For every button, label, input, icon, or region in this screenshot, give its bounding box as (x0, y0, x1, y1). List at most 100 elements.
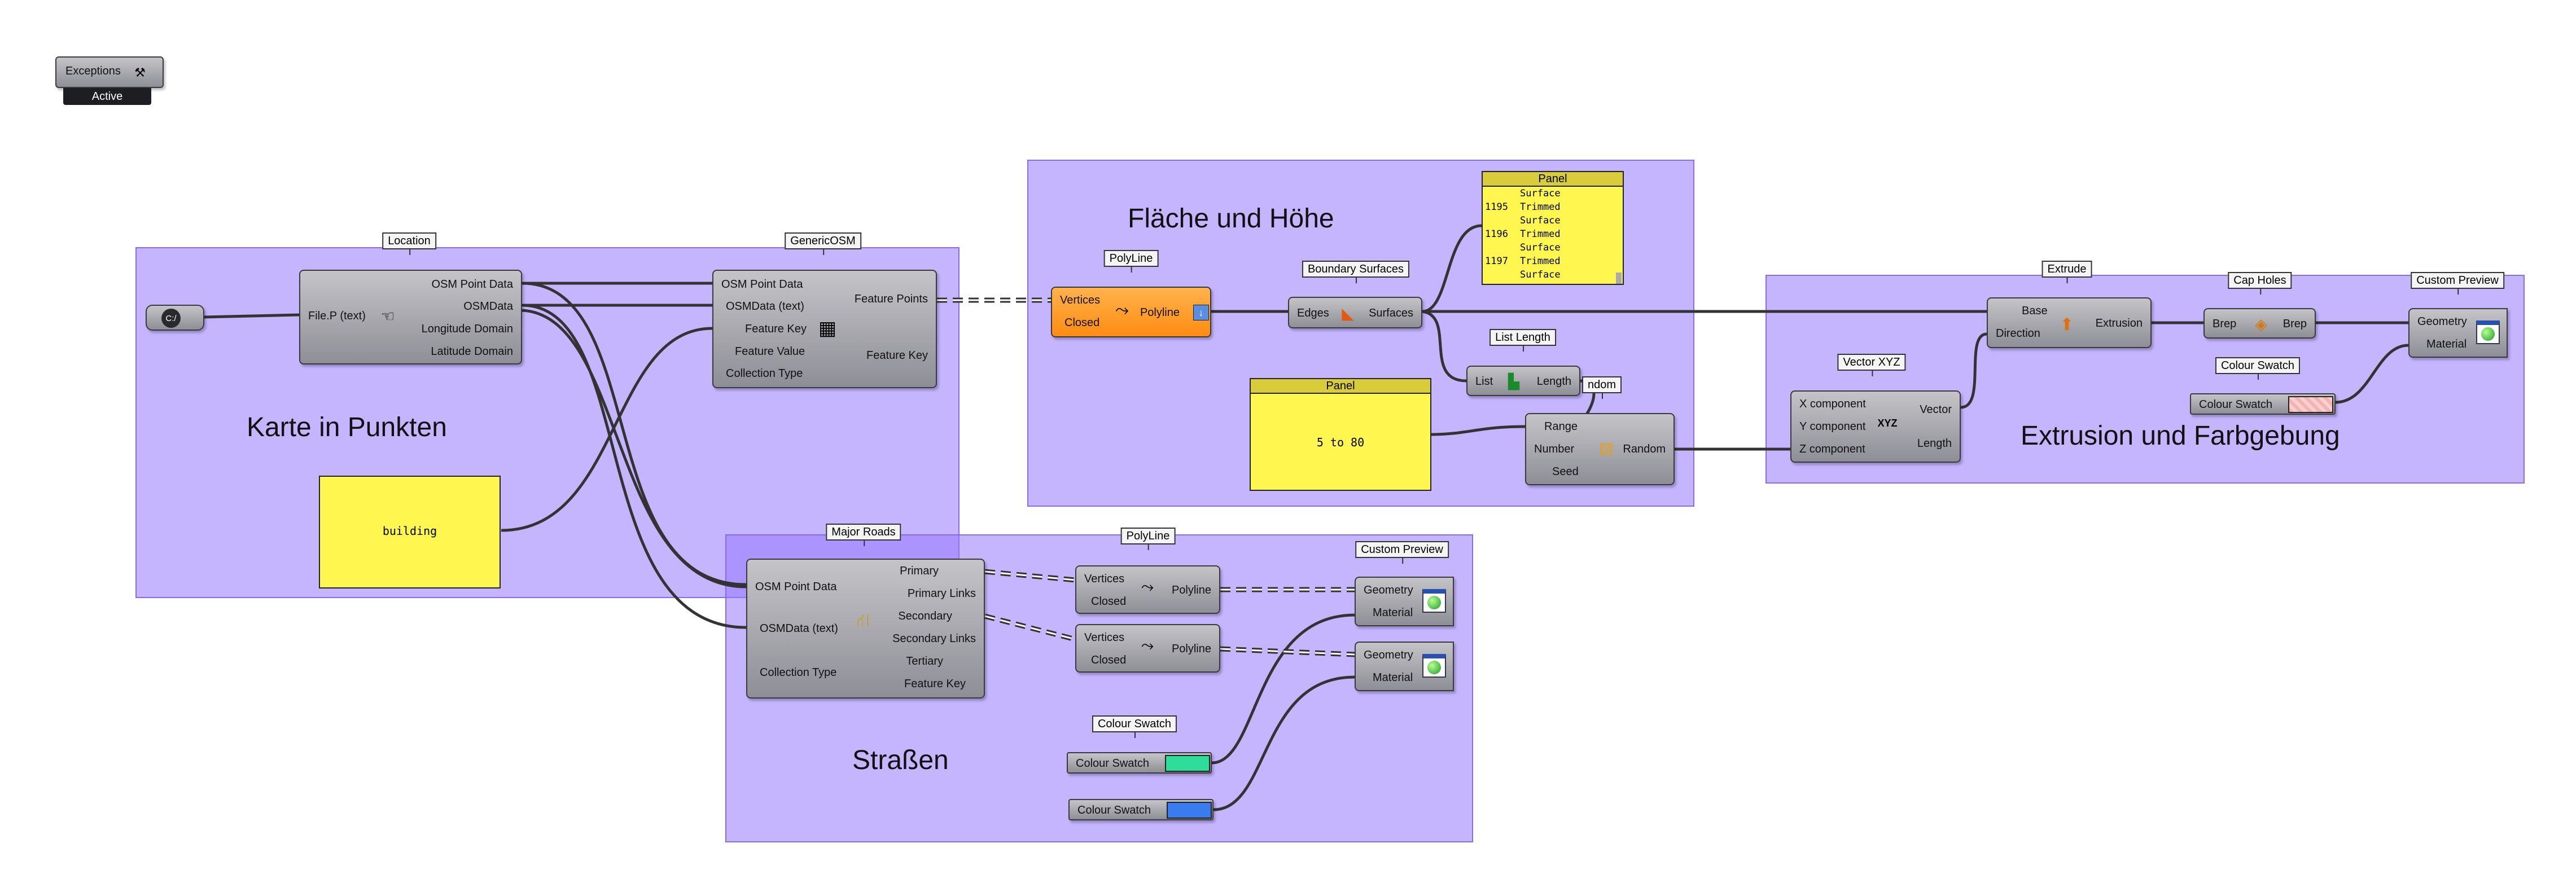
group-title-extrusion: Extrusion und Farbgebung (2021, 421, 2340, 451)
genericosm-component[interactable]: OSM Point Data OSMData (text) Feature Ke… (712, 270, 937, 388)
polyline3-out[interactable]: Polyline (1171, 643, 1211, 655)
swatch-blue-color[interactable] (1167, 802, 1212, 819)
location-component[interactable]: File.P (text) ☜ OSM Point Data OSMData L… (299, 270, 522, 364)
polyline-component-1[interactable]: Vertices Closed ⤳ Polyline ↓ (1051, 287, 1211, 337)
custom-preview-b1[interactable]: Geometry Material (1355, 577, 1454, 626)
list-length-icon: ▙ (1508, 372, 1519, 390)
roads-in-osmdata[interactable]: OSMData (text) (760, 622, 838, 635)
wire-loc-roads-3 (522, 309, 747, 588)
panel-mid[interactable]: Panel 5 to 80 (1250, 378, 1431, 491)
genosm-out-featurekey[interactable]: Feature Key (866, 349, 928, 362)
polyline2-out[interactable]: Polyline (1171, 584, 1211, 596)
roads-out-tertiary[interactable]: Tertiary (906, 655, 943, 667)
panel-top-header: Panel (1483, 172, 1623, 187)
colour-swatch-blue[interactable]: Colour Swatch (1068, 799, 1213, 820)
preview-b2-in-geometry[interactable]: Geometry (1364, 649, 1413, 661)
roads-out-secondary-links[interactable]: Secondary Links (892, 633, 976, 645)
roads-in-collection[interactable]: Collection Type (760, 666, 837, 679)
roads-in-osm-point[interactable]: OSM Point Data (755, 581, 837, 593)
extrude-out[interactable]: Extrusion (2095, 317, 2143, 330)
file-path-param[interactable]: C:/ (146, 305, 204, 331)
roads-icon: ⛙ (856, 610, 870, 631)
preview-sphere-icon (1422, 589, 1446, 613)
vector-in-y[interactable]: Y component (1799, 420, 1866, 433)
capholes-out-brep[interactable]: Brep (2283, 318, 2307, 330)
location-out-longitude[interactable]: Longitude Domain (421, 323, 513, 335)
vector-in-z[interactable]: Z component (1799, 443, 1865, 455)
major-roads-component[interactable]: OSM Point Data OSMData (text) Collection… (746, 559, 985, 699)
location-out-osm-point[interactable]: OSM Point Data (431, 278, 513, 291)
preview-b1-in-geometry[interactable]: Geometry (1364, 584, 1413, 596)
panel-row-text: Trimmed (1520, 201, 1561, 213)
listlength-out-length[interactable]: Length (1536, 375, 1571, 388)
genosm-in-collectiontype[interactable]: Collection Type (726, 367, 803, 380)
panel-row-idx (1483, 241, 1520, 254)
extrude-in-direction[interactable]: Direction (1996, 327, 2040, 340)
roads-out-primary[interactable]: Primary (900, 565, 939, 577)
vector-in-x[interactable]: X component (1799, 398, 1866, 410)
custom-preview-top[interactable]: Geometry Material (2408, 308, 2508, 358)
panel-row-idx (1483, 268, 1520, 282)
vector-out-length[interactable]: Length (1917, 437, 1952, 450)
wire-loc-roads-2 (522, 304, 747, 629)
vector-xyz-component[interactable]: X component Y component Z component XYZ … (1790, 390, 1961, 463)
genosm-out-featurepoints[interactable]: Feature Points (854, 293, 928, 305)
genosm-in-featurekey[interactable]: Feature Key (745, 323, 807, 335)
polyline1-in-vertices[interactable]: Vertices (1060, 294, 1101, 306)
genosm-in-featurevalue[interactable]: Feature Value (735, 345, 805, 358)
genosm-in-osm-point[interactable]: OSM Point Data (721, 278, 803, 291)
polyline1-out[interactable]: Polyline (1140, 306, 1180, 319)
preview-b2-in-material[interactable]: Material (1373, 671, 1413, 684)
boundary-out-surfaces[interactable]: Surfaces (1369, 307, 1413, 319)
panel-building[interactable]: building (319, 476, 501, 588)
location-out-latitude[interactable]: Latitude Domain (431, 345, 513, 358)
random-in-number[interactable]: Number (1534, 443, 1575, 455)
preview-top-in-material[interactable]: Material (2426, 338, 2467, 350)
wire-panelmid-range (1430, 425, 1526, 436)
polyline-icon: ⤳ (1115, 301, 1129, 319)
label-cap-holes: Cap Holes (2228, 272, 2292, 295)
roads-out-featurekey[interactable]: Feature Key (904, 678, 966, 690)
dice-icon: ⚄ (1599, 440, 1614, 458)
random-out[interactable]: Random (1623, 443, 1666, 455)
capholes-in-brep[interactable]: Brep (2213, 318, 2237, 330)
location-out-osmdata[interactable]: OSMData (463, 300, 513, 313)
panel-row-idx: 1195 (1485, 201, 1508, 213)
extrude-component[interactable]: Base Direction ⬆ Extrusion (1987, 297, 2152, 348)
boundary-surfaces-component[interactable]: Edges ◣ Surfaces (1288, 297, 1422, 328)
roads-out-secondary[interactable]: Secondary (898, 610, 952, 622)
exceptions-widget[interactable]: Exceptions ⚒ (55, 56, 164, 88)
colour-swatch-top[interactable]: Colour Swatch (2190, 393, 2336, 415)
list-length-component[interactable]: List ▙ Length (1466, 366, 1580, 396)
colour-swatch-green[interactable]: Colour Swatch (1067, 752, 1212, 774)
polyline2-in-vertices[interactable]: Vertices (1084, 573, 1125, 585)
swatch-green-label: Colour Swatch (1076, 757, 1150, 770)
group-title-karte: Karte in Punkten (247, 412, 447, 442)
polyline3-in-closed[interactable]: Closed (1091, 654, 1127, 666)
wire-file-location (203, 313, 300, 319)
flatten-icon: ↓ (1193, 305, 1209, 320)
random-in-range[interactable]: Range (1544, 420, 1578, 433)
genosm-in-osmdata[interactable]: OSMData (text) (726, 300, 804, 313)
preview-top-in-geometry[interactable]: Geometry (2417, 315, 2467, 328)
random-in-seed[interactable]: Seed (1552, 465, 1579, 478)
swatch-top-color[interactable] (2288, 396, 2333, 413)
random-component[interactable]: Range Number Seed ⚄ Random (1525, 413, 1675, 485)
polyline-component-3[interactable]: Vertices Closed ⤳ Polyline (1075, 624, 1220, 673)
custom-preview-b2[interactable]: Geometry Material (1355, 642, 1454, 691)
polyline3-in-vertices[interactable]: Vertices (1084, 631, 1125, 644)
listlength-in-list[interactable]: List (1475, 375, 1493, 388)
vector-out-vector[interactable]: Vector (1920, 403, 1952, 416)
extrude-in-base[interactable]: Base (2022, 305, 2048, 317)
polyline1-in-closed[interactable]: Closed (1064, 317, 1100, 329)
cap-holes-component[interactable]: Brep ◈ Brep (2203, 308, 2316, 339)
swatch-green-color[interactable] (1165, 755, 1210, 772)
boundary-in-edges[interactable]: Edges (1297, 307, 1329, 319)
polyline-component-2[interactable]: Vertices Closed ⤳ Polyline (1075, 565, 1220, 614)
polyline2-in-closed[interactable]: Closed (1091, 595, 1127, 608)
preview-b1-in-material[interactable]: Material (1373, 607, 1413, 619)
location-input-file[interactable]: File.P (text) (308, 310, 366, 322)
roads-out-primary-links[interactable]: Primary Links (907, 587, 976, 600)
panel-top-scrollbar[interactable] (1616, 273, 1622, 284)
